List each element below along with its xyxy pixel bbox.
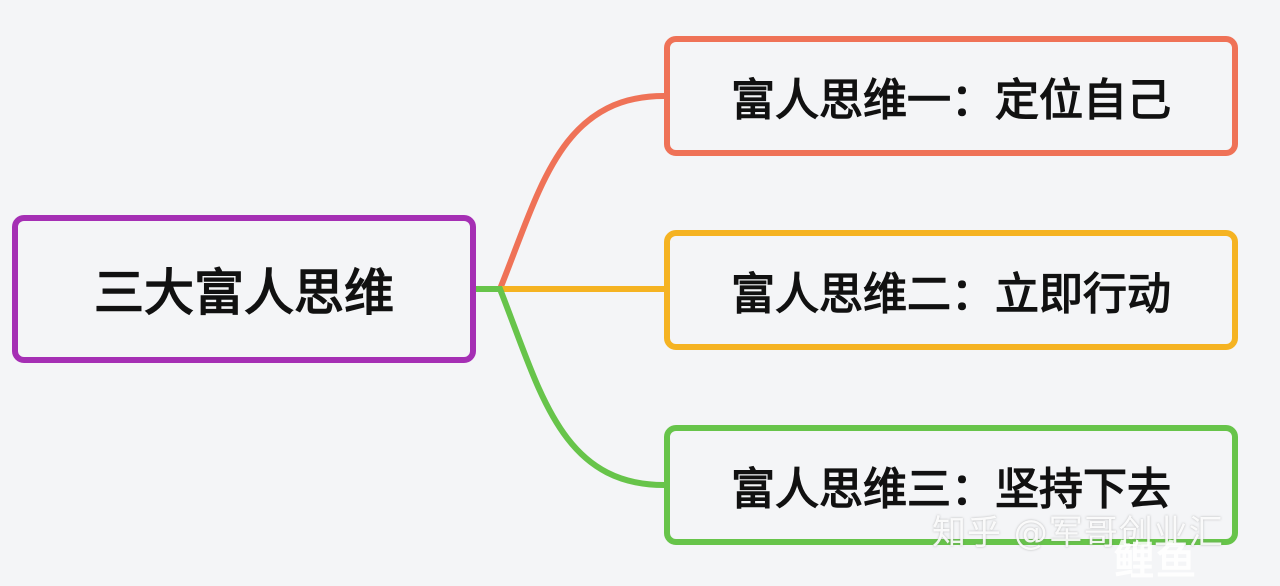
branch-node-1-label: 富人思维一：定位自己 — [731, 75, 1171, 126]
branch-node-3: 富人思维三：坚持下去 — [664, 425, 1238, 545]
connector-1 — [476, 93, 665, 292]
root-node-label: 三大富人思维 — [94, 264, 394, 322]
branch-node-3-label: 富人思维三：坚持下去 — [731, 464, 1171, 515]
branch-node-1: 富人思维一：定位自己 — [664, 36, 1238, 156]
watermark-logo: 鲤鱼 — [1114, 528, 1198, 586]
branch-node-2: 富人思维二：立即行动 — [664, 230, 1238, 350]
branch-node-2-label: 富人思维二：立即行动 — [731, 269, 1171, 320]
watermark-logo-text: 鲤鱼 — [1114, 538, 1198, 584]
connector-3 — [476, 286, 665, 488]
watermark-text: 知乎 @军哥创业汇 — [932, 513, 1224, 553]
root-node: 三大富人思维 — [12, 215, 476, 363]
